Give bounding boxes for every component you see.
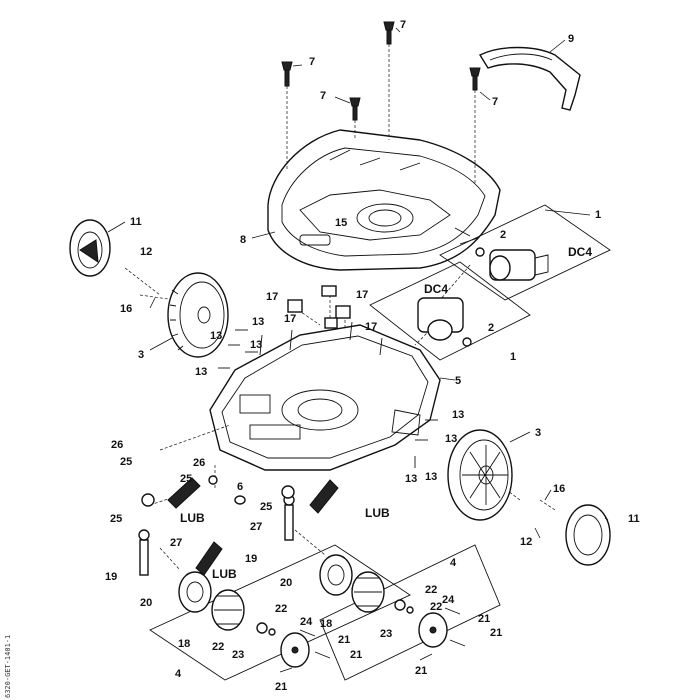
callout-20: 20 <box>280 577 292 589</box>
callout-lub: LUB <box>180 511 205 525</box>
callout-22: 22 <box>425 584 437 596</box>
callout-12: 12 <box>520 536 532 548</box>
top-cover <box>267 129 501 271</box>
swivel-forks <box>138 475 295 576</box>
callout-18: 18 <box>178 638 190 650</box>
callout-6: 6 <box>237 481 243 493</box>
callout-9: 9 <box>568 33 574 45</box>
callout-17: 17 <box>266 291 278 303</box>
carry-handle <box>479 46 581 111</box>
rear-wheel-right <box>447 429 513 521</box>
callout-boxes <box>149 204 611 681</box>
callout-25: 25 <box>260 501 272 513</box>
callout-dc4: DC4 <box>568 245 592 259</box>
drive-motor-upper <box>475 247 549 281</box>
callout-12: 12 <box>140 246 152 258</box>
callout-19: 19 <box>245 553 257 565</box>
callout-lub: LUB <box>212 567 237 581</box>
leader-lines <box>107 27 609 539</box>
callout-27: 27 <box>250 521 262 533</box>
callout-lub: LUB <box>365 506 390 520</box>
drive-motor-lower <box>417 297 472 347</box>
callout-11: 11 <box>628 513 640 525</box>
callout-1: 1 <box>595 209 601 221</box>
callout-16: 16 <box>120 303 132 315</box>
callout-13: 13 <box>405 473 417 485</box>
callout-7: 7 <box>320 90 326 102</box>
callout-24: 24 <box>300 616 313 628</box>
callout-13: 13 <box>252 316 264 328</box>
callout-17: 17 <box>356 289 368 301</box>
callout-21: 21 <box>478 613 490 625</box>
callout-7: 7 <box>400 19 406 31</box>
hubcap-left <box>69 219 111 277</box>
callout-23: 23 <box>380 628 392 640</box>
callout-21: 21 <box>490 627 502 639</box>
lubricant-tubes <box>167 477 339 576</box>
callout-15: 15 <box>335 217 347 229</box>
callout-22: 22 <box>275 603 287 615</box>
callout-21: 21 <box>338 634 350 646</box>
callout-13: 13 <box>452 409 464 421</box>
callout-2: 2 <box>488 322 494 334</box>
callout-11: 11 <box>130 216 142 228</box>
callout-4: 4 <box>175 668 182 680</box>
drawing-code: 6320-GET-1401-1 <box>4 635 12 698</box>
cover-screws <box>281 21 481 185</box>
chassis-screws <box>218 329 438 468</box>
callout-3: 3 <box>535 427 541 439</box>
callout-4: 4 <box>450 557 457 569</box>
callout-21: 21 <box>415 665 427 677</box>
callout-21: 21 <box>350 649 362 661</box>
callout-26: 26 <box>111 439 123 451</box>
callout-22: 22 <box>430 601 442 613</box>
callout-25: 25 <box>120 456 132 468</box>
callout-21: 21 <box>275 681 287 693</box>
callout-13: 13 <box>250 339 262 351</box>
callout-7: 7 <box>309 56 315 68</box>
callout-27: 27 <box>170 537 182 549</box>
callout-13: 13 <box>210 330 222 342</box>
callout-dc4: DC4 <box>424 282 448 296</box>
callout-2: 2 <box>500 229 506 241</box>
callout-24: 24 <box>442 594 455 606</box>
callout-13: 13 <box>195 366 207 378</box>
callout-25: 25 <box>110 513 122 525</box>
callout-13: 13 <box>425 471 437 483</box>
callout-3: 3 <box>138 349 144 361</box>
rear-wheel-left <box>167 272 229 358</box>
callout-20: 20 <box>140 597 152 609</box>
front-wheel-assembly-right <box>319 554 448 648</box>
hubcap-right <box>565 504 611 566</box>
callout-1: 1 <box>510 351 516 363</box>
callout-17: 17 <box>365 321 377 333</box>
callout-labels: 7 7 7 7 9 8 15 11 12 16 3 1 2 DC4 DC4 2 … <box>105 19 640 693</box>
callout-23: 23 <box>232 649 244 661</box>
callout-18: 18 <box>320 618 332 630</box>
wheel-screws <box>279 607 466 673</box>
chassis <box>209 321 441 471</box>
callout-8: 8 <box>240 234 246 246</box>
callout-16: 16 <box>553 483 565 495</box>
callout-13: 13 <box>445 433 457 445</box>
callout-25: 25 <box>180 473 192 485</box>
callout-7: 7 <box>492 96 498 108</box>
front-wheel-assembly-left <box>178 571 310 668</box>
callout-5: 5 <box>455 375 461 387</box>
label-plates <box>287 285 351 329</box>
callout-19: 19 <box>105 571 117 583</box>
callout-26: 26 <box>193 457 205 469</box>
callout-22: 22 <box>212 641 224 653</box>
callout-17: 17 <box>284 313 296 325</box>
